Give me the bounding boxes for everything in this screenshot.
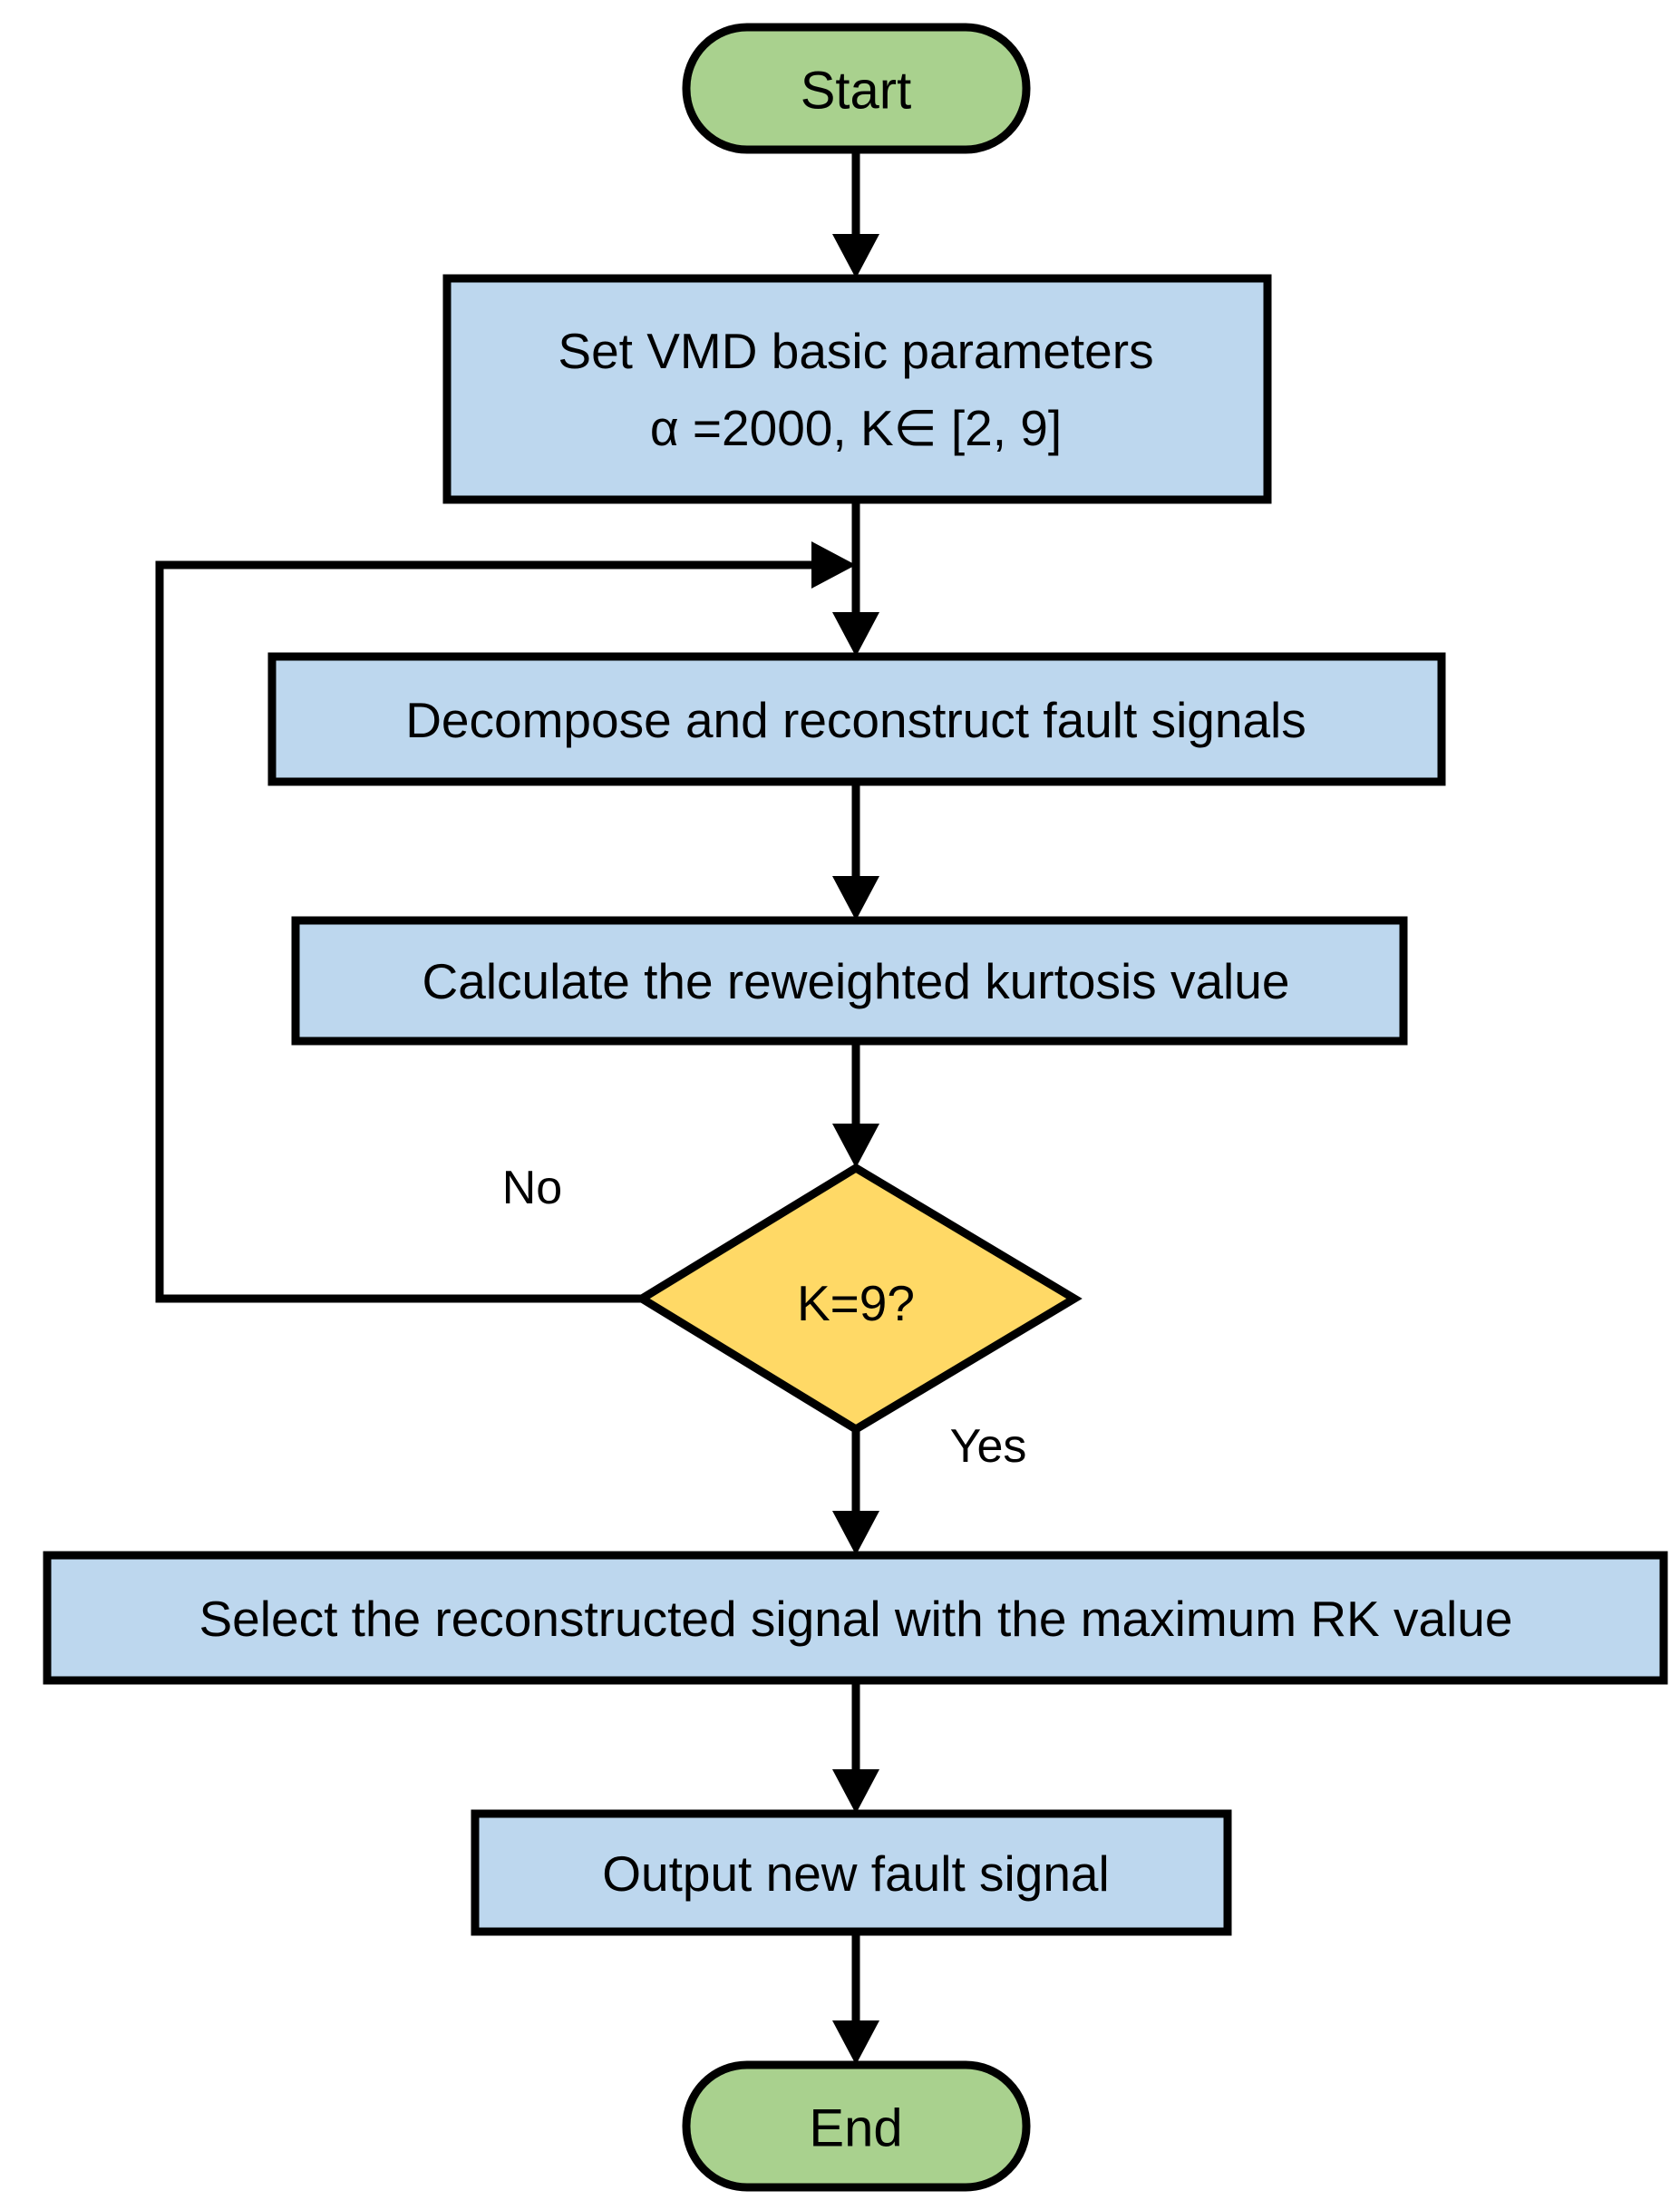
- arrow-head-icon: [832, 612, 879, 657]
- node-decompose[interactable]: Decompose and reconstruct fault signals: [267, 652, 1446, 786]
- node-start[interactable]: Start: [682, 23, 1031, 154]
- node-calculate-label: Calculate the reweighted kurtosis value: [422, 953, 1290, 1009]
- node-end-label: End: [809, 2099, 902, 2158]
- node-decision-shape[interactable]: [634, 1163, 1083, 1435]
- arrow-head-icon: [832, 234, 879, 278]
- edge-params-to-decompose: [832, 500, 879, 657]
- edge-decompose-to-calculate: [832, 782, 879, 920]
- edge-decision-to-select: [832, 1429, 879, 1555]
- arrow-head-icon: [832, 1511, 879, 1555]
- node-select-label: Select the reconstructed signal with the…: [199, 1591, 1513, 1647]
- node-set-params[interactable]: Set VMD basic parameters α =2000, K∈ [2,…: [442, 274, 1272, 504]
- node-calculate-shape[interactable]: [291, 916, 1408, 1046]
- node-set-params-label-line1: Set VMD basic parameters: [558, 323, 1153, 379]
- node-output-label: Output new fault signal: [602, 1845, 1110, 1902]
- arrow-head-icon: [832, 1124, 879, 1168]
- arrow-head-icon: [832, 1769, 879, 1814]
- edge-output-to-end: [832, 1932, 879, 2065]
- node-start-shape[interactable]: [682, 23, 1031, 154]
- arrow-head-icon: [832, 876, 879, 920]
- node-set-params-shape[interactable]: [442, 274, 1272, 504]
- node-decision-label: K=9?: [797, 1275, 915, 1331]
- node-end[interactable]: End: [682, 2060, 1031, 2192]
- edge-start-to-params: [832, 150, 879, 278]
- node-start-label: Start: [801, 62, 912, 121]
- node-decompose-shape[interactable]: [267, 652, 1446, 786]
- edge-feedback-loop-no: [155, 541, 856, 1303]
- node-decompose-label: Decompose and reconstruct fault signals: [405, 692, 1306, 748]
- node-calculate[interactable]: Calculate the reweighted kurtosis value: [291, 916, 1408, 1046]
- edge-select-to-output: [832, 1680, 879, 1814]
- edge-label-yes: Yes: [950, 1420, 1027, 1473]
- node-output-shape[interactable]: [471, 1809, 1232, 1936]
- node-end-shape[interactable]: [682, 2060, 1031, 2192]
- arrow-head-icon: [832, 2020, 879, 2065]
- edge-calculate-to-decision: [832, 1041, 879, 1168]
- arrow-head-icon: [811, 541, 856, 589]
- edge-label-no: No: [502, 1162, 562, 1214]
- node-output[interactable]: Output new fault signal: [471, 1809, 1232, 1936]
- node-decision[interactable]: K=9?: [634, 1163, 1083, 1435]
- node-select[interactable]: Select the reconstructed signal with the…: [43, 1551, 1668, 1685]
- node-set-params-label-line2: α =2000, K∈ [2, 9]: [650, 400, 1062, 456]
- node-select-shape[interactable]: [43, 1551, 1668, 1685]
